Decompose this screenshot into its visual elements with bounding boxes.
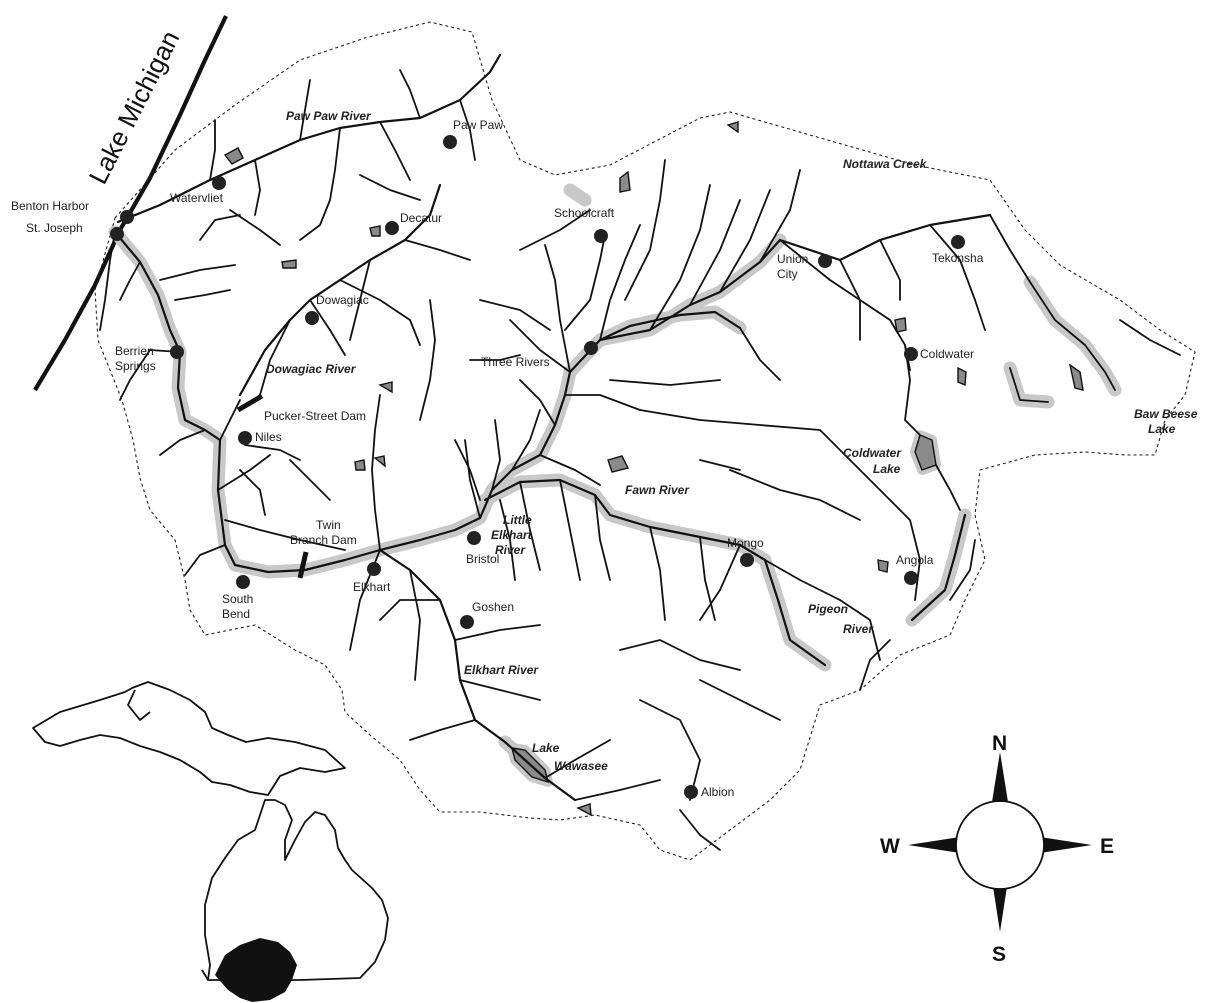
lake-michigan-label: Lake Michigan [83, 26, 186, 189]
st-joseph-river [113, 230, 742, 574]
compass-west-point [908, 837, 960, 853]
pucker-street-dam-marker [236, 393, 264, 413]
town-label-union-city-2: City [777, 267, 798, 281]
nottawa-creek [598, 213, 992, 342]
compass-n-label: N [992, 732, 1007, 755]
fawn-lake [607, 455, 630, 473]
river-label-nottawa: Nottawa Creek [843, 157, 928, 171]
river-label-pigeon-2: River [843, 622, 874, 636]
decatur-lake [369, 225, 381, 237]
river-label-pigeon: Pigeon [808, 602, 848, 616]
compass-ring [955, 800, 1045, 890]
small-lake-4 [373, 455, 386, 468]
dam-label-twin-branch-2: Branch Dam [290, 533, 357, 547]
michigan-inset-map [32, 681, 389, 981]
twin-branch-dam-marker [297, 551, 309, 579]
town-label-paw-paw: Paw Paw [453, 118, 503, 132]
town-label-tekonsha: Tekonsha [932, 251, 984, 265]
town-label-union-city: Union [777, 252, 808, 266]
lake-label-baw-beese: Baw Beese [1134, 407, 1198, 421]
east-lake-1 [894, 317, 907, 333]
schoolcraft-lake [619, 170, 631, 193]
compass-east-point [1040, 837, 1092, 853]
town-label-watervliet: Watervliet [170, 191, 224, 205]
compass-s-label: S [992, 943, 1006, 966]
river-label-little-elkhart-3: River [495, 543, 526, 557]
town-label-south-bend: South [222, 592, 253, 606]
lake-label-coldwater-2: Lake [873, 462, 901, 476]
dam-label-pucker-street: Pucker-Street Dam [264, 409, 366, 423]
lake-label-baw-beese-2: Lake [1148, 422, 1176, 436]
small-lake-3 [354, 459, 366, 471]
town-label-three-rivers: Three Rivers [481, 355, 550, 369]
river-label-fawn: Fawn River [625, 483, 690, 497]
lake-michigan-shoreline [33, 15, 228, 392]
coldwater-river [910, 513, 967, 622]
river-label-little-elkhart-2: Elkhart [491, 528, 533, 542]
elkhart-river [378, 548, 577, 802]
lake-label-coldwater: Coldwater [843, 446, 902, 460]
town-label-decatur: Decatur [400, 211, 442, 225]
town-markers [110, 135, 965, 799]
small-lake-5 [576, 803, 592, 817]
compass-w-label: W [880, 835, 900, 858]
town-label-dowagiac: Dowagiac [316, 293, 369, 307]
angola-lake [877, 559, 889, 573]
dowagiac-lake [281, 259, 297, 269]
baw-beese-lake [1068, 363, 1084, 391]
town-label-albion: Albion [701, 785, 734, 799]
town-label-niles: Niles [255, 430, 282, 444]
river-halo-pigeon [478, 473, 832, 672]
pigeon-river [483, 478, 827, 667]
small-lake-2 [378, 381, 393, 394]
paw-paw-lake [223, 147, 244, 165]
town-label-schoolcraft: Schoolcraft [554, 206, 615, 220]
town-label-coldwater: Coldwater [920, 347, 974, 361]
coldwater-lake [914, 434, 937, 471]
town-label-elkhart: Elkhart [353, 580, 391, 594]
inset-watershed-highlight [215, 938, 297, 1002]
compass-north-point [992, 752, 1008, 802]
town-label-south-bend-2: Bend [222, 607, 250, 621]
dam-label-twin-branch: Twin [316, 518, 341, 532]
town-label-berrien-springs-2: Springs [115, 359, 156, 373]
compass-south-point [992, 880, 1008, 932]
river-halo-schoolcraft [563, 183, 592, 207]
small-lake-1 [726, 121, 739, 134]
town-label-berrien-springs: Berrien [115, 344, 154, 358]
river-label-little-elkhart: Little [503, 513, 532, 527]
town-label-mongo: Mongo [727, 536, 764, 550]
town-label-benton-harbor: Benton Harbor [11, 199, 89, 213]
town-label-angola: Angola [896, 553, 934, 567]
lake-label-wawasee: Lake [532, 741, 560, 755]
compass-e-label: E [1100, 835, 1114, 858]
east-lake-2 [957, 366, 967, 387]
town-label-st-joseph: St. Joseph [26, 221, 83, 235]
tributary-streams [99, 69, 1181, 851]
compass-rose: N S E W [880, 732, 1114, 966]
river-label-paw-paw: Paw Paw River [286, 109, 372, 123]
town-label-goshen: Goshen [472, 600, 514, 614]
town-label-bristol: Bristol [466, 552, 499, 566]
lake-label-wawasee-2: Wawasee [554, 759, 608, 773]
river-label-elkhart: Elkhart River [464, 663, 539, 677]
watershed-boundary [94, 21, 1196, 861]
river-label-dowagiac: Dowagiac River [266, 362, 357, 376]
